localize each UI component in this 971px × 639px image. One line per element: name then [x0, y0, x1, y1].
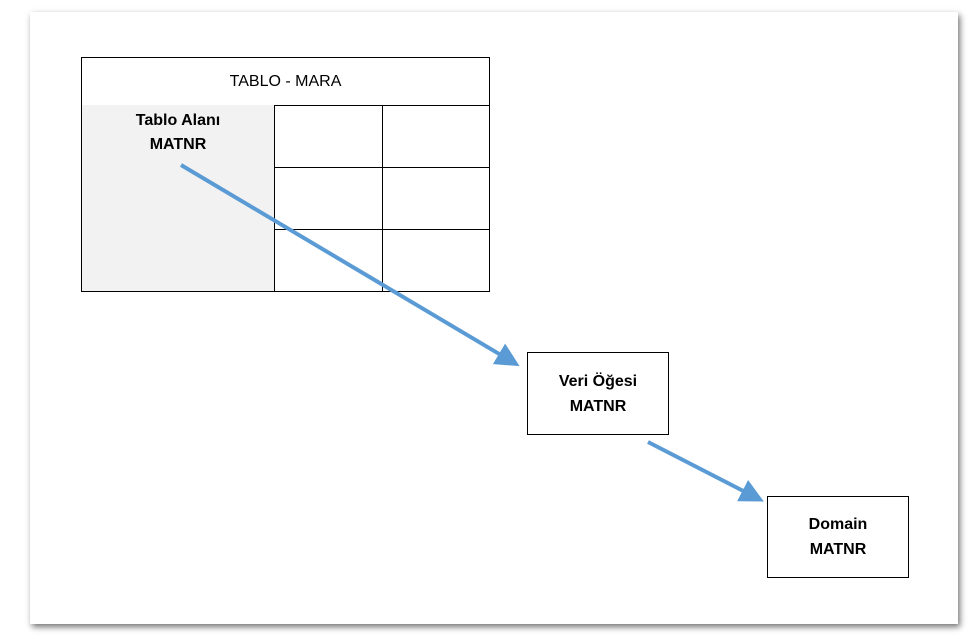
table-field-cell: Tablo Alanı MATNR — [82, 105, 275, 168]
mara-table: TABLO - MARA Tablo Alanı MATNR — [81, 57, 490, 292]
table-title: TABLO - MARA — [82, 58, 489, 106]
table-cell — [274, 167, 383, 230]
table-cell — [82, 229, 275, 291]
table-field-label-line1: Tablo Alanı — [135, 112, 221, 129]
table-field-label: Tablo Alanı MATNR — [82, 109, 274, 157]
table-cell — [274, 105, 383, 168]
table-cell — [382, 229, 489, 291]
domain-line2: MATNR — [809, 541, 867, 558]
data-element-line2: MATNR — [569, 397, 627, 415]
domain-line1: Domain — [808, 516, 868, 533]
data-element-box: Veri Öğesi MATNR — [527, 352, 669, 435]
table-cell — [274, 229, 383, 291]
table-field-label-line2: MATNR — [149, 136, 207, 153]
table-cell — [382, 167, 489, 230]
table-cell — [382, 105, 489, 168]
domain-box: Domain MATNR — [767, 496, 909, 578]
data-element-line1: Veri Öğesi — [558, 372, 638, 390]
table-cell — [82, 167, 275, 230]
